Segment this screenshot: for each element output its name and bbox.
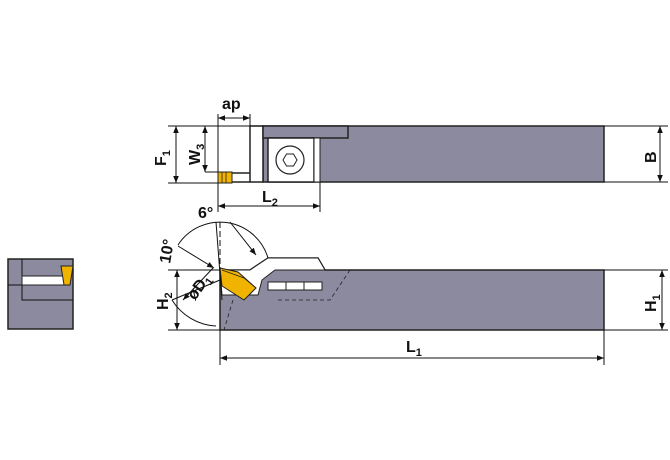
h2-label: H2	[155, 292, 175, 310]
end-view-slot	[21, 275, 67, 286]
d1-label: øD1	[184, 271, 216, 305]
top-view-dimensions: ap F1 W3 B L2 6°	[153, 96, 668, 222]
ten-degree-label: 10°	[157, 238, 178, 265]
ten-degree-arc	[177, 221, 269, 259]
end-view-insert	[60, 265, 74, 286]
ap-label: ap	[222, 96, 241, 113]
side-view-dimensions: H2 H1 L1	[155, 269, 668, 365]
side-view	[219, 257, 605, 331]
top-view-insert	[217, 171, 233, 184]
hidden-line	[278, 269, 351, 301]
top-view-relief	[313, 137, 321, 183]
end-view-step	[21, 285, 73, 301]
top-view	[217, 125, 605, 184]
clamp-screw-icon	[275, 145, 305, 175]
b-label: B	[643, 151, 660, 163]
h1-label: H1	[643, 294, 663, 312]
six-degree-label: 6°	[198, 205, 213, 222]
top-view-neck	[249, 125, 264, 183]
w3-label: W3	[187, 144, 207, 165]
end-view	[7, 258, 74, 330]
hex-socket-icon	[282, 153, 298, 167]
l2-label: L2	[262, 189, 278, 209]
top-view-clamp-top	[262, 125, 349, 139]
side-view-slot	[267, 281, 323, 291]
f1-label: F1	[153, 150, 173, 166]
side-view-insert	[219, 267, 257, 301]
l1-label: L1	[406, 339, 422, 359]
